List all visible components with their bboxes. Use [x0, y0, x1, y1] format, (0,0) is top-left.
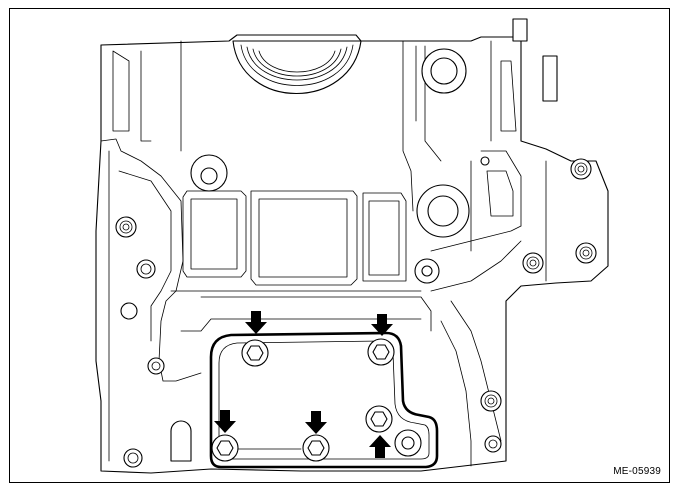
threaded-holes — [115, 158, 597, 468]
block-bosses — [120, 48, 490, 462]
bolt-bottom-left — [211, 434, 239, 462]
threaded-hole — [147, 357, 165, 375]
bolt-bottom-middle — [302, 434, 330, 462]
threaded-hole — [480, 390, 502, 412]
threaded-hole — [136, 259, 156, 279]
crank-journal — [232, 40, 362, 95]
threaded-hole — [484, 435, 502, 453]
bolt-middle-right — [365, 405, 393, 433]
threaded-hole — [522, 252, 544, 274]
engine-cylinder-block-diagram — [95, 18, 609, 474]
arrow-bolt-top-right — [371, 314, 393, 336]
arrow-bolt-bottom-left — [214, 410, 236, 433]
arrow-bolt-bottom-middle — [305, 411, 327, 434]
figure-code-label: ME-05939 — [613, 466, 661, 477]
arrow-bolt-top-left — [245, 311, 267, 334]
arrow-bolt-bottom-right — [369, 435, 391, 458]
bolt-top-right — [367, 338, 395, 366]
bolts — [211, 338, 395, 462]
bolt-top-left — [241, 339, 269, 367]
indicator-arrows — [214, 311, 393, 458]
threaded-hole — [123, 448, 143, 468]
figure-frame: ME-05939 — [9, 8, 670, 483]
threaded-hole — [115, 216, 137, 238]
threaded-hole — [575, 242, 597, 264]
threaded-hole — [570, 158, 592, 180]
block-body — [95, 18, 609, 474]
